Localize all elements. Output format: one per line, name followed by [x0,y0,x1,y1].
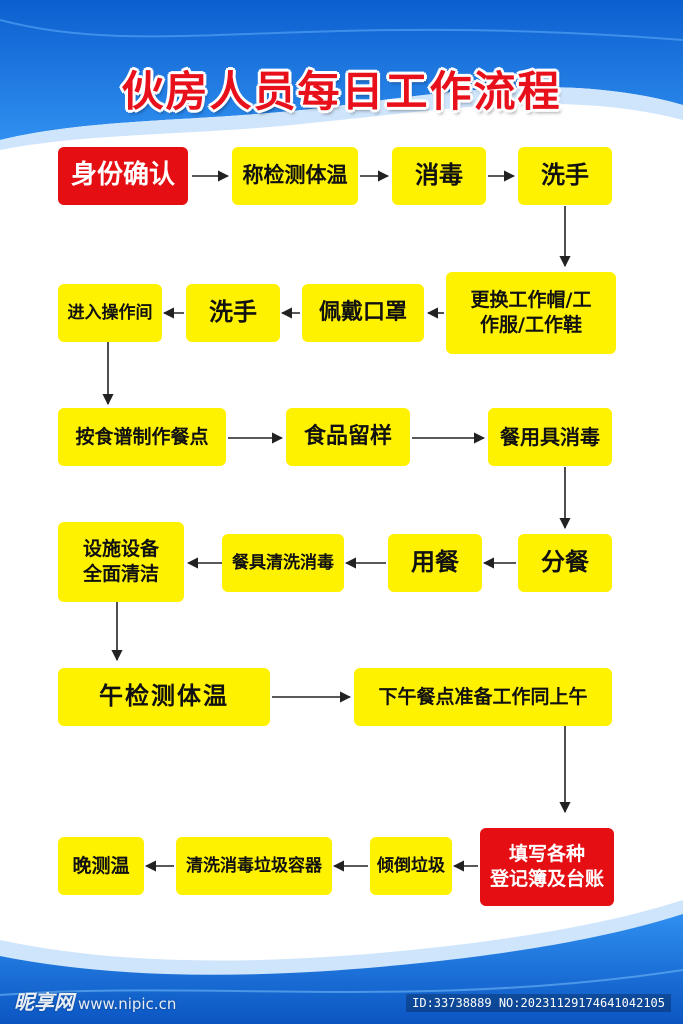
bottom-wave-background [0,900,683,1024]
step-noon-temperature: 午检测体温 [58,668,270,726]
step-evening-temperature: 晚测温 [58,837,144,895]
step-serve-meals: 分餐 [518,534,612,592]
step-wash-hands-1: 洗手 [518,147,612,205]
step-afternoon-prep: 下午餐点准备工作同上午 [354,668,612,726]
step-weigh-temperature: 称检测体温 [232,147,358,205]
top-wave-background [0,0,683,150]
step-clean-facilities: 设施设备 全面清洁 [58,522,184,602]
watermark-url: www.nipic.cn [78,995,177,1013]
step-disinfect: 消毒 [392,147,486,205]
step-wash-hands-2: 洗手 [186,284,280,342]
step-fill-records: 填写各种 登记簿及台账 [480,828,614,906]
watermark-brand-text: 昵享网 [14,990,74,1014]
step-tableware-disinfect: 餐用具消毒 [488,408,612,466]
page-title: 伙房人员每日工作流程 [121,67,562,116]
step-change-uniform: 更换工作帽/工 作服/工作鞋 [446,272,616,354]
step-identity-check: 身份确认 [58,147,188,205]
step-dining: 用餐 [388,534,482,592]
watermark-id: ID:33738889 NO:20231129174641042105 [406,994,671,1012]
step-clean-bins: 清洗消毒垃圾容器 [176,837,332,895]
step-wash-tableware: 餐具清洗消毒 [222,534,344,592]
step-cook-by-menu: 按食谱制作餐点 [58,408,226,466]
step-enter-kitchen: 进入操作间 [58,284,162,342]
step-dump-garbage: 倾倒垃圾 [370,837,452,895]
step-wear-mask: 佩戴口罩 [302,284,424,342]
step-food-sample: 食品留样 [286,408,410,466]
